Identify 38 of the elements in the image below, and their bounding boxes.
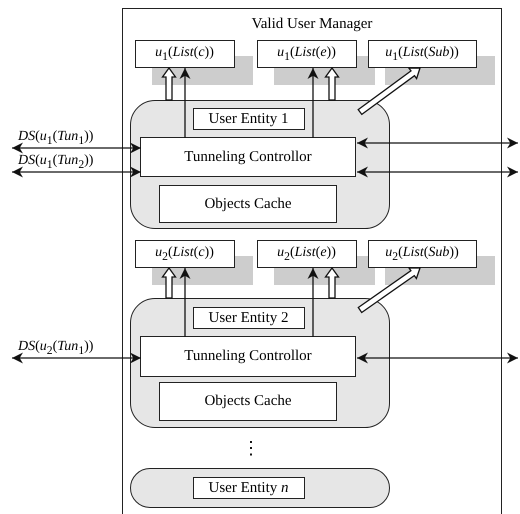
edge-label: DS(u$_{1}$(Tun$_{2}$)): [18, 153, 94, 173]
hollow-arrow: [324, 266, 340, 299]
list-box: u$_{1}$(List(Sub)): [368, 40, 476, 68]
arrow: [357, 138, 518, 148]
hollow-arrow: [357, 67, 421, 116]
hollow-arrow: [161, 266, 177, 299]
hollow-arrow: [324, 66, 340, 101]
arrow: [180, 68, 190, 138]
arrow: [308, 68, 318, 138]
list-box: u$_{2}$(List(Sub)): [368, 240, 476, 268]
list-box: u$_{2}$(List(c)): [134, 240, 234, 268]
arrow: [12, 166, 141, 178]
manager-frame: [122, 8, 502, 514]
frame-title: Valid User Manager: [250, 16, 374, 33]
entity-group: [130, 298, 390, 428]
hollow-arrow: [161, 66, 177, 101]
cache-box: Objects Cache: [159, 185, 337, 223]
edge-label: DS(u$_{2}$(Tun$_{1}$)): [18, 339, 94, 359]
entity-label: User Entity n: [192, 476, 304, 498]
edge-label: DS(u$_{1}$(Tun$_{1}$)): [18, 129, 94, 149]
cache-box: Objects Cache: [159, 382, 337, 421]
list-box: u$_{1}$(List(c)): [134, 40, 234, 68]
hollow-arrow: [357, 267, 421, 314]
controller-box: Tunneling Controllor: [140, 336, 356, 377]
arrow: [12, 142, 141, 154]
entity-group: [130, 468, 390, 508]
entity-label: User Entity 1: [192, 108, 304, 130]
controller-box: Tunneling Controllor: [140, 137, 356, 177]
arrow: [357, 352, 518, 364]
arrow: [180, 268, 190, 337]
arrow: [12, 352, 141, 364]
list-box: u$_{1}$(List(e)): [256, 40, 356, 68]
entity-label: User Entity 2: [192, 306, 304, 328]
ellipsis-mark: ⋮: [242, 438, 260, 458]
list-box: u$_{2}$(List(e)): [256, 240, 356, 268]
arrow: [357, 166, 518, 178]
arrow: [308, 268, 318, 337]
entity-group: [130, 100, 390, 228]
